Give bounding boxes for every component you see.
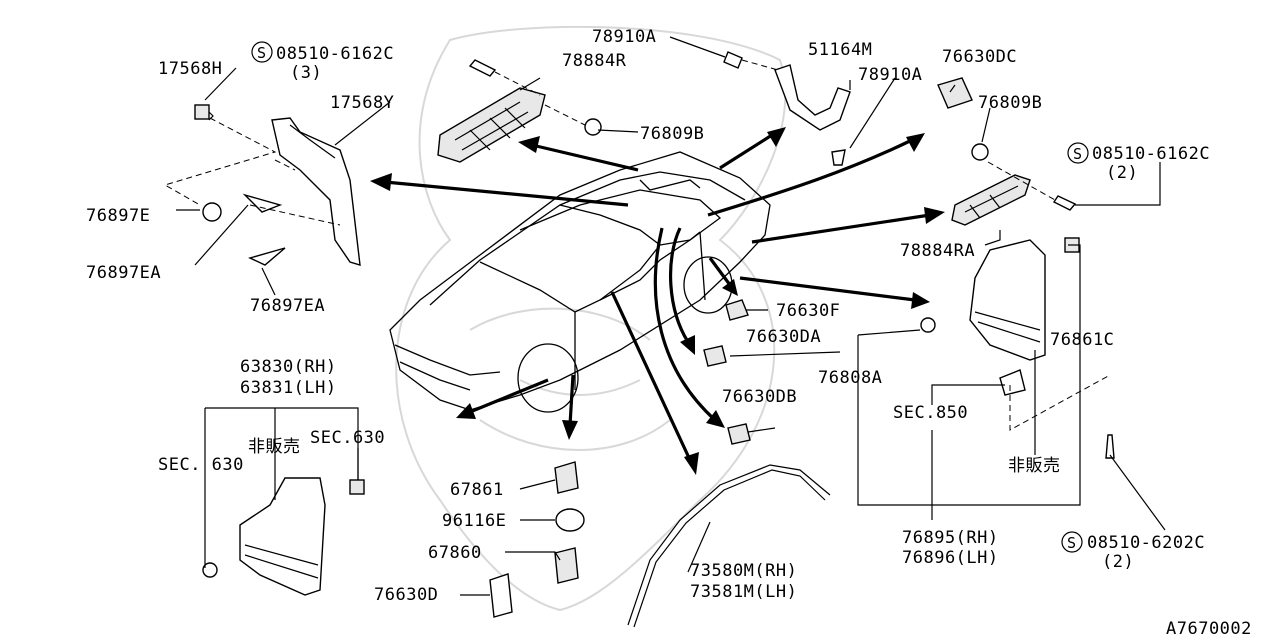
label-08510-6202C-qty: (2): [1102, 552, 1134, 572]
part-screw-top: [468, 59, 497, 77]
part-screw-6202C: [1105, 434, 1115, 459]
label-76630D: 76630D: [374, 585, 438, 605]
label-08510-6162C-right: 08510-6162C: [1092, 144, 1210, 164]
label-76808A: 76808A: [818, 368, 882, 388]
part-mudflap-right: [969, 237, 1080, 361]
part-clip-78910A: [723, 51, 846, 166]
label-not-for-sale-left: 非販売: [248, 437, 301, 457]
part-mudguard-17568Y: [271, 117, 361, 266]
label-sec630-right: SEC.630: [310, 428, 385, 448]
label-not-for-sale-right: 非販売: [1008, 456, 1061, 476]
s-symbol-bottom: S: [1067, 534, 1076, 552]
part-mudflap-left: [202, 477, 365, 596]
label-67861: 67861: [450, 480, 504, 500]
label-76896: 76896(LH): [902, 548, 999, 568]
part-pad-76630DC: [937, 77, 973, 109]
part-sec850: [999, 369, 1026, 396]
label-sec630-left: SEC. 630: [158, 455, 244, 475]
label-76809B-center: 76809B: [640, 124, 704, 144]
part-bolt-76808A: [920, 317, 936, 333]
label-67860: 67860: [428, 543, 482, 563]
part-molding-73580M: [627, 464, 831, 628]
direction-arrows: [370, 127, 945, 475]
label-78884R: 78884R: [562, 51, 627, 71]
label-76897E: 76897E: [86, 206, 150, 226]
label-76897EA-2: 76897EA: [250, 296, 325, 316]
label-78884RA: 78884RA: [900, 241, 975, 261]
part-clips-76897: [202, 193, 286, 266]
car-body: [389, 151, 771, 413]
label-63830: 63830(RH): [240, 357, 337, 377]
part-labels: 17568H 08510-6162C (3) 78910A 78884R 511…: [86, 27, 1252, 638]
label-78910A-right: 78910A: [858, 65, 922, 85]
label-17568H: 17568H: [158, 59, 222, 79]
part-clip-17568H: [194, 104, 214, 121]
label-76630DC: 76630DC: [942, 47, 1017, 67]
part-pads-small: [489, 299, 751, 618]
label-51164M: 51164M: [808, 40, 872, 60]
label-63831: 63831(LH): [240, 378, 337, 398]
label-08510-6162C-top: 08510-6162C: [276, 44, 394, 64]
label-76897EA-1: 76897EA: [86, 263, 161, 283]
label-76809B-right: 76809B: [978, 93, 1042, 113]
label-76630DA: 76630DA: [746, 327, 821, 347]
label-96116E: 96116E: [442, 511, 506, 531]
drawing-code: A7670002: [1166, 619, 1252, 638]
label-76630DB: 76630DB: [722, 387, 797, 407]
label-76630F: 76630F: [776, 301, 840, 321]
label-08510-6202C: 08510-6202C: [1087, 533, 1205, 553]
label-73580M: 73580M(RH): [690, 561, 797, 581]
label-08510-6162C-top-qty: (3): [290, 63, 322, 83]
part-bracket-51164M: [774, 64, 851, 131]
leader-lines: [163, 36, 1166, 596]
label-76895: 76895(RH): [902, 528, 999, 548]
label-78910A-top: 78910A: [592, 27, 656, 47]
s-symbols: S S S: [251, 41, 1089, 553]
label-73581M: 73581M(LH): [690, 582, 797, 602]
part-screw-right: [1052, 195, 1077, 211]
label-sec850: SEC.850: [893, 403, 968, 423]
part-clip-76809B: [584, 118, 989, 161]
part-grille-78884RA: [951, 174, 1031, 226]
s-symbol-top: S: [257, 44, 266, 62]
part-grille-78884R: [437, 87, 546, 163]
label-76861C: 76861C: [1050, 330, 1114, 350]
s-symbol-right: S: [1073, 145, 1082, 163]
label-17568Y: 17568Y: [330, 93, 394, 113]
label-08510-6162C-right-qty: (2): [1106, 163, 1138, 183]
